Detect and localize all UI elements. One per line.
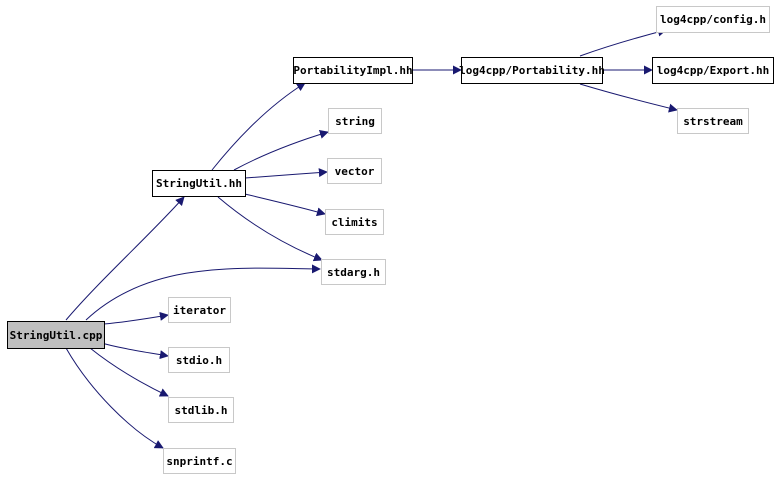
node-portabilityimpl-hh[interactable]: PortabilityImpl.hh (293, 57, 413, 84)
edge-cpp-to-stdlib (89, 347, 169, 397)
edge-cpp-to-stdio (97, 341, 169, 360)
edge-hh-to-string (233, 130, 329, 171)
node-stdio-h[interactable]: stdio.h (168, 347, 230, 373)
node-vector[interactable]: vector (327, 158, 382, 184)
node-portability-hh[interactable]: log4cpp/Portability.hh (459, 57, 605, 84)
node-config-h[interactable]: log4cpp/config.h (656, 6, 770, 33)
node-string[interactable]: string (328, 108, 382, 134)
node-strstream[interactable]: strstream (677, 108, 749, 134)
edge-cpp-to-snprintf (65, 347, 164, 449)
edge-hh-to-climits (244, 193, 326, 217)
node-stringutil-hh[interactable]: StringUtil.hh (152, 170, 246, 197)
node-snprintf-c[interactable]: snprintf.c (163, 448, 236, 474)
node-export-hh[interactable]: log4cpp/Export.hh (652, 57, 774, 84)
edge-cpp-to-iterator (103, 311, 169, 325)
node-iterator[interactable]: iterator (168, 297, 231, 323)
edge-cpp-to-stdarg (85, 264, 321, 321)
node-stdlib-h[interactable]: stdlib.h (168, 397, 234, 423)
edge-portability-to-strstream (579, 83, 678, 113)
edge-hh-to-vector (244, 168, 328, 179)
node-stringutil-cpp[interactable]: StringUtil.cpp (7, 321, 105, 349)
edge-portability-to-config (579, 27, 667, 57)
node-stdarg-h[interactable]: stdarg.h (321, 259, 386, 285)
edge-cpp-to-stringutil-hh (65, 196, 185, 321)
edge-hh-to-portabilityimpl (211, 82, 306, 171)
edge-hh-to-stdarg (217, 196, 323, 262)
node-climits[interactable]: climits (325, 209, 384, 235)
